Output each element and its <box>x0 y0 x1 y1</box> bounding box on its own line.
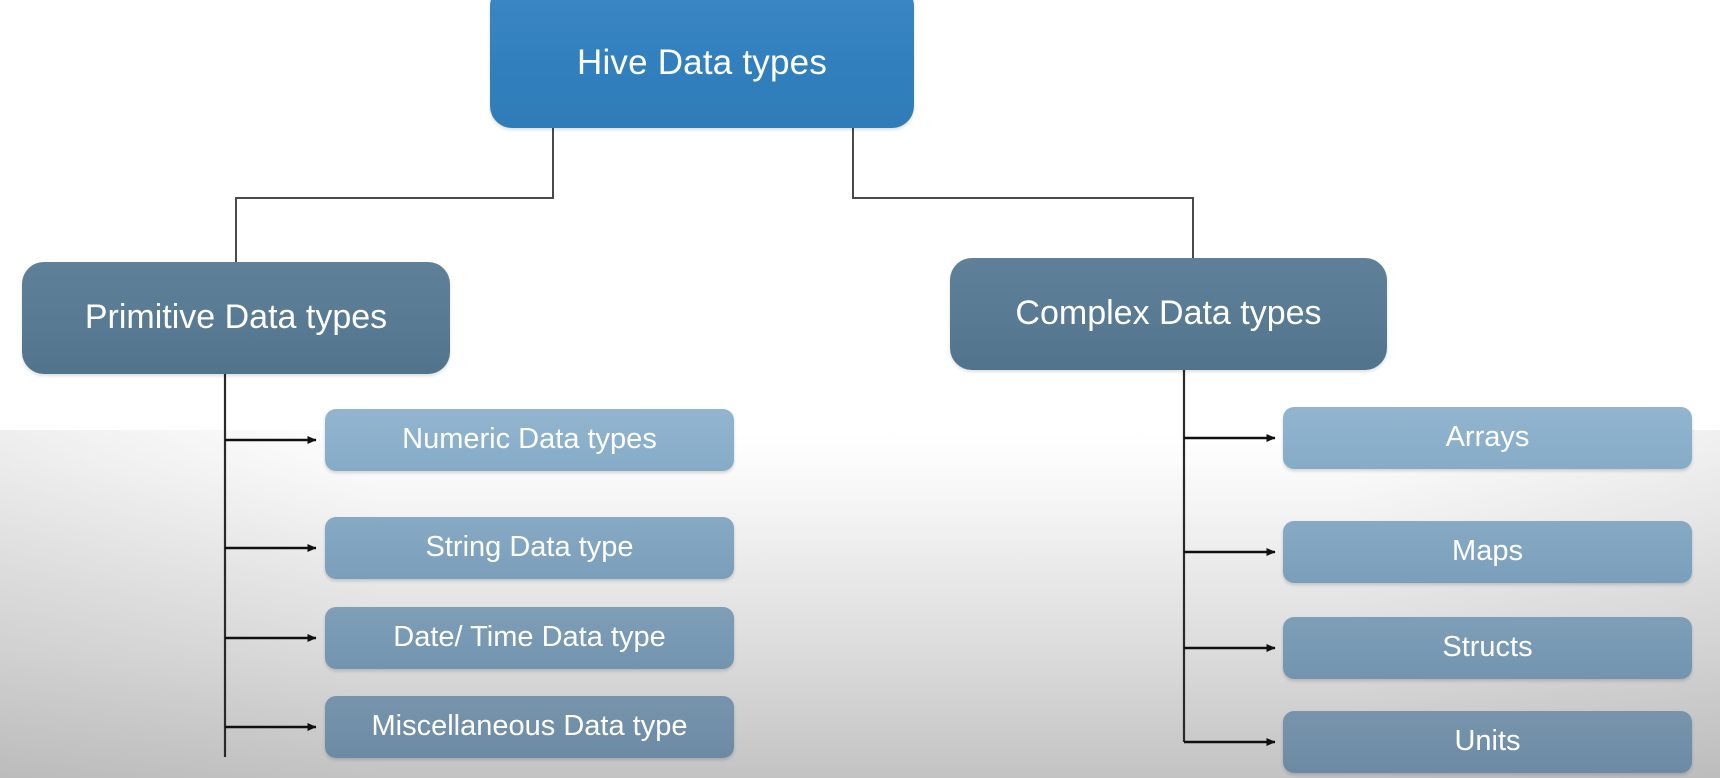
node-structs[interactable]: Structs <box>1283 617 1692 679</box>
node-arrays[interactable]: Arrays <box>1283 407 1692 469</box>
primitive-child-connectors <box>223 372 317 757</box>
node-miscellaneous-data-type[interactable]: Miscellaneous Data type <box>325 696 734 758</box>
node-string-data-type[interactable]: String Data type <box>325 517 734 579</box>
node-complex-data-types[interactable]: Complex Data types <box>950 258 1387 370</box>
complex-child-connectors <box>1182 368 1276 746</box>
node-units[interactable]: Units <box>1283 711 1692 773</box>
node-primitive-data-types[interactable]: Primitive Data types <box>22 262 450 374</box>
node-hive-data-types[interactable]: Hive Data types <box>490 0 914 128</box>
root-to-branch-connectors <box>235 128 1194 262</box>
node-numeric-data-types[interactable]: Numeric Data types <box>325 409 734 471</box>
node-date-time-data-type[interactable]: Date/ Time Data type <box>325 607 734 669</box>
node-maps[interactable]: Maps <box>1283 521 1692 583</box>
